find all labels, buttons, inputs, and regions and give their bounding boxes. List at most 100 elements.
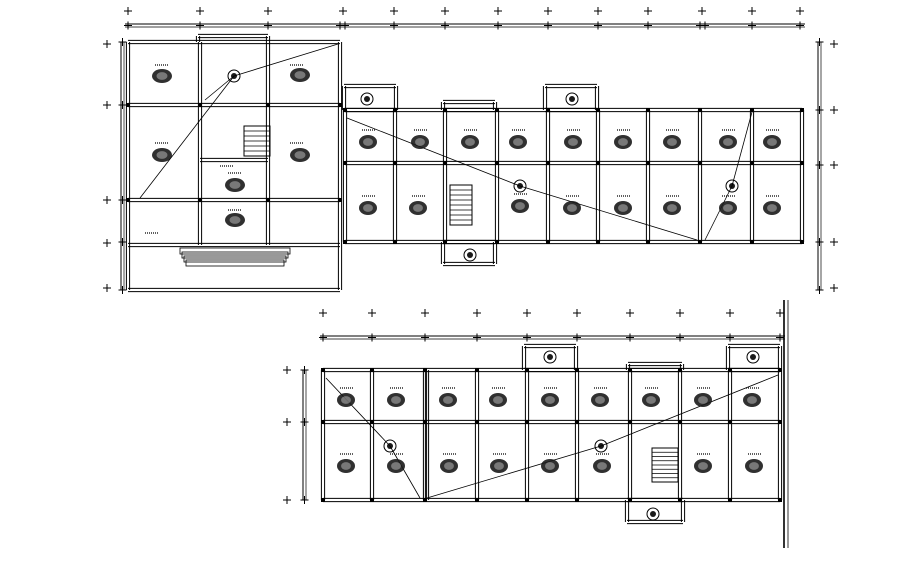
light-fixture-symbol [563, 201, 581, 215]
column-marker [628, 498, 632, 502]
light-fixture-symbol [564, 135, 582, 149]
light-fixture-highlight [723, 204, 733, 212]
column-marker [338, 103, 342, 107]
light-fixture-highlight [493, 396, 503, 404]
light-fixture-symbol [225, 213, 245, 227]
column-marker [495, 161, 499, 165]
column-marker [646, 108, 650, 112]
light-fixture-symbol [719, 135, 737, 149]
light-fixture-symbol [694, 393, 712, 407]
light-fixture-highlight [698, 462, 708, 470]
light-fixture-symbol [663, 201, 681, 215]
column-marker [370, 498, 374, 502]
switchboard-symbol [227, 69, 241, 83]
light-fixture-highlight [494, 462, 504, 470]
column-marker [646, 240, 650, 244]
switchboard-core [650, 511, 656, 517]
light-fixture-symbol [387, 459, 405, 473]
light-fixture-highlight [294, 71, 306, 79]
wiring-line [139, 75, 235, 199]
light-fixture-highlight [698, 396, 708, 404]
column-marker [126, 103, 130, 107]
column-marker [370, 368, 374, 372]
light-fixture-symbol [694, 459, 712, 473]
light-fixture-highlight [229, 181, 241, 189]
wiring-line [600, 374, 779, 447]
column-marker [343, 108, 347, 112]
column-marker [475, 498, 479, 502]
switchboard-core [364, 96, 370, 102]
light-fixture-symbol [511, 199, 529, 213]
light-fixture-highlight [341, 396, 351, 404]
light-fixture-symbol [461, 135, 479, 149]
light-fixture-highlight [567, 204, 577, 212]
column-marker [338, 198, 342, 202]
column-marker [546, 161, 550, 165]
light-fixture-highlight [545, 396, 555, 404]
column-marker [750, 240, 754, 244]
entrance-step [185, 259, 285, 267]
column-marker [525, 368, 529, 372]
entrance-step [181, 251, 289, 259]
switchboard-core [569, 96, 575, 102]
drawing-layer [103, 7, 838, 548]
light-fixture-highlight [363, 204, 373, 212]
light-fixture-symbol [439, 393, 457, 407]
wiring-line [204, 75, 235, 101]
column-marker [596, 161, 600, 165]
switchboard-symbol [513, 179, 527, 193]
light-fixture-highlight [156, 151, 168, 159]
column-marker [678, 368, 682, 372]
light-fixture-highlight [747, 396, 757, 404]
light-fixture-symbol [152, 148, 172, 162]
light-fixture-symbol [337, 393, 355, 407]
switchboard-core [750, 354, 756, 360]
column-marker [198, 103, 202, 107]
column-marker [778, 368, 782, 372]
switchboard-symbol [463, 248, 477, 262]
column-marker [575, 368, 579, 372]
light-fixture-symbol [541, 393, 559, 407]
column-marker [343, 240, 347, 244]
light-fixture-symbol [152, 69, 172, 83]
light-fixture-symbol [614, 135, 632, 149]
light-fixture-highlight [515, 202, 525, 210]
light-fixture-symbol [743, 393, 761, 407]
column-marker [321, 420, 325, 424]
light-fixture-highlight [413, 204, 423, 212]
column-marker [596, 108, 600, 112]
column-marker [393, 108, 397, 112]
light-fixture-symbol [337, 459, 355, 473]
light-fixture-highlight [156, 72, 168, 80]
light-fixture-symbol [225, 178, 245, 192]
column-marker [321, 498, 325, 502]
light-fixture-highlight [229, 216, 241, 224]
column-marker [698, 161, 702, 165]
wiring-line [325, 377, 391, 447]
switchboard-symbol [360, 92, 374, 106]
light-fixture-highlight [465, 138, 475, 146]
light-fixture-highlight [443, 396, 453, 404]
column-marker [370, 420, 374, 424]
column-marker [698, 240, 702, 244]
light-fixture-highlight [391, 462, 401, 470]
column-marker [800, 108, 804, 112]
light-fixture-symbol [490, 459, 508, 473]
column-marker [393, 240, 397, 244]
column-marker [393, 161, 397, 165]
switchboard-symbol [746, 350, 760, 364]
light-fixture-highlight [767, 138, 777, 146]
column-marker [596, 240, 600, 244]
column-marker [423, 420, 427, 424]
light-fixture-symbol [509, 135, 527, 149]
light-fixture-symbol [409, 201, 427, 215]
switchboard-core [467, 252, 473, 258]
light-fixture-symbol [593, 459, 611, 473]
column-marker [575, 420, 579, 424]
light-fixture-symbol [440, 459, 458, 473]
column-marker [800, 240, 804, 244]
column-marker [198, 198, 202, 202]
